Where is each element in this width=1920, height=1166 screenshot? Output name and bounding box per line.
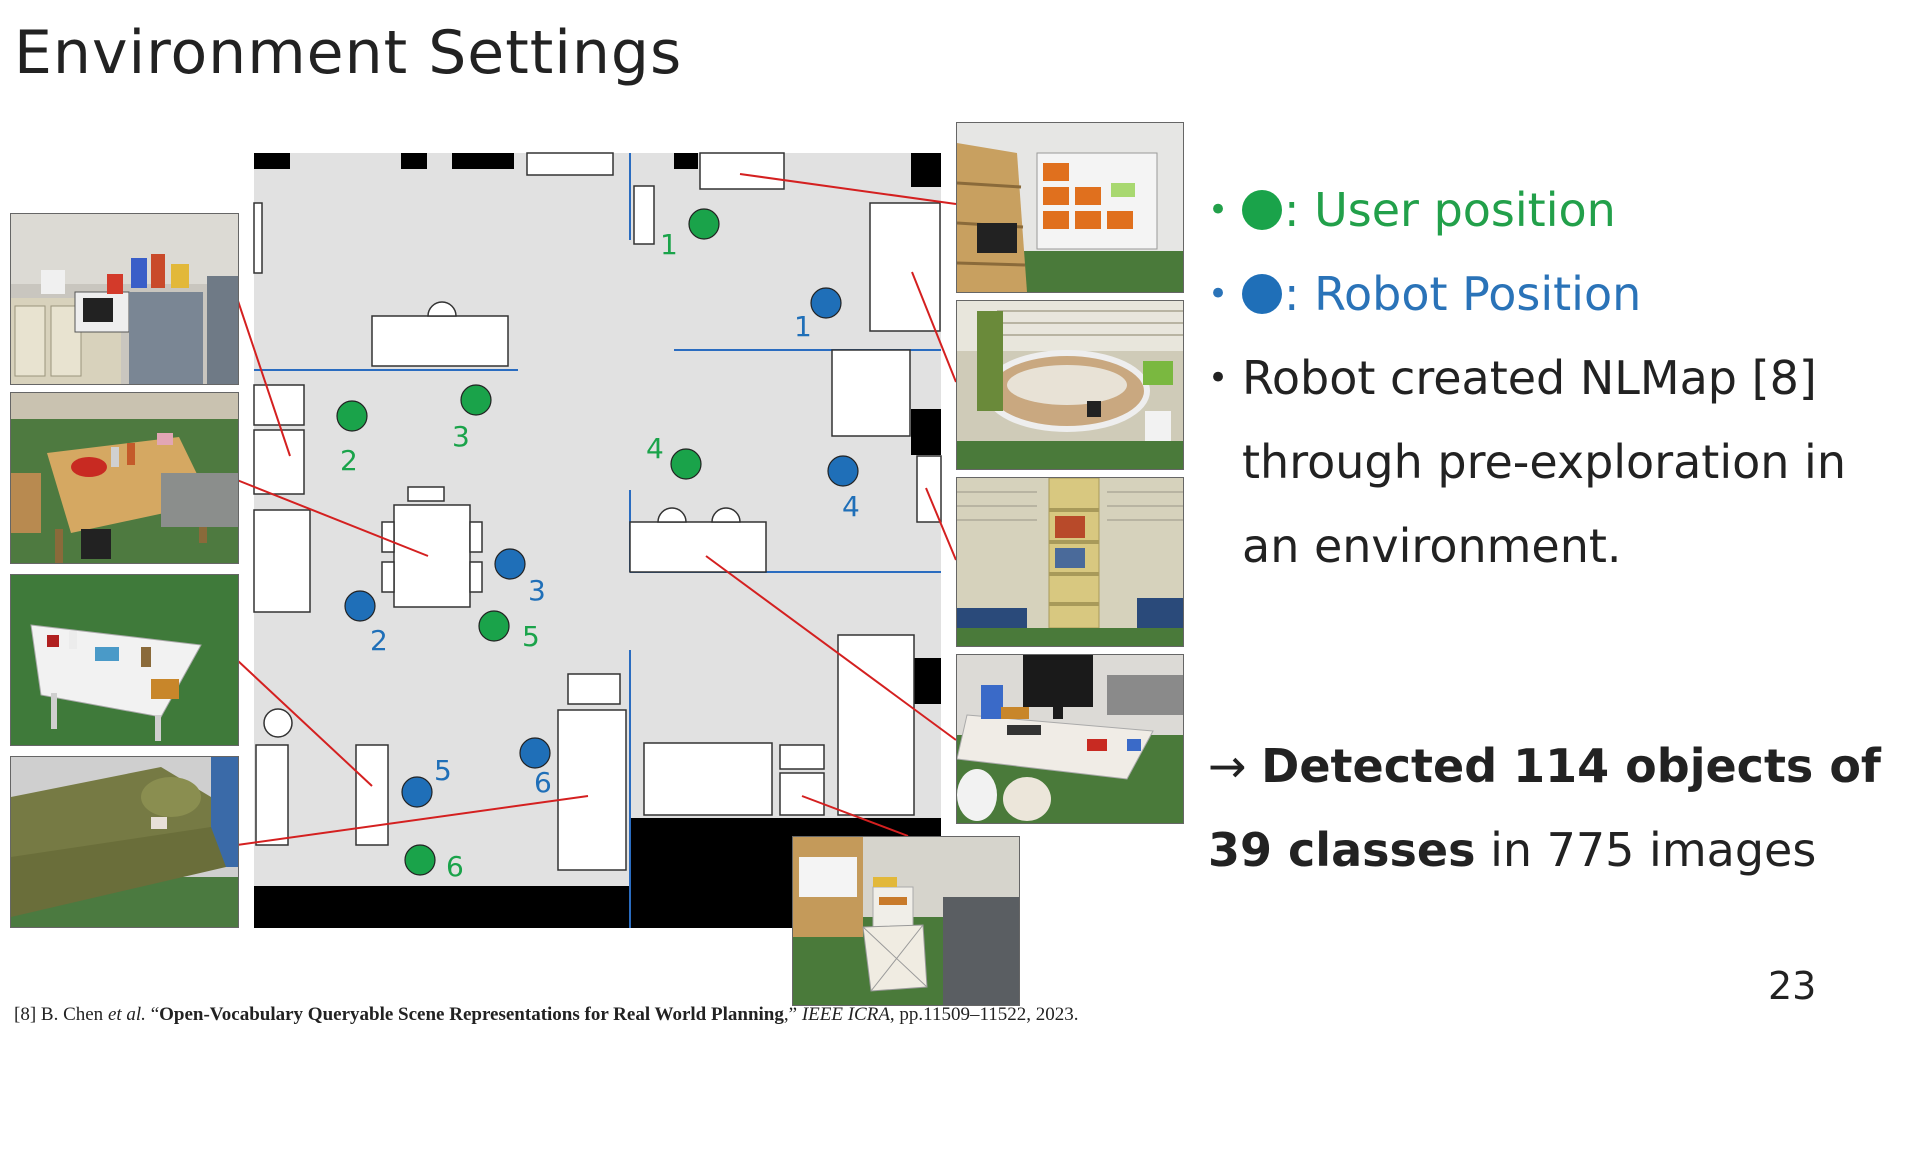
user-circle-icon [1242, 190, 1282, 230]
user-marker-2 [336, 400, 368, 432]
detected-bold-2: 39 classes [1208, 823, 1476, 877]
legend-robot-label: : Robot Position [1284, 267, 1642, 321]
legend-list: • : User position • : Robot Position • R… [1208, 168, 1908, 588]
footnote-etal: et al. [107, 1004, 146, 1025]
footnote-quote-close: ,” [783, 1004, 802, 1025]
robot-circle-icon [1242, 274, 1282, 314]
user-marker-1 [688, 208, 720, 240]
slide-title: Environment Settings [14, 18, 683, 88]
user-marker-5 [478, 610, 510, 642]
user-marker-3 [460, 384, 492, 416]
nlmap-bullet: • Robot created NLMap [8] through pre-ex… [1208, 336, 1908, 588]
dining-table-photo [10, 392, 239, 564]
footnote-citation: [8] B. Chen et al. “Open-Vocabulary Quer… [14, 1004, 1079, 1026]
arrow-icon: → [1208, 739, 1247, 793]
user-label-3: 3 [452, 420, 470, 453]
user-label-6: 6 [446, 850, 464, 883]
nlmap-line-3: an environment. [1242, 519, 1622, 573]
bathtub-photo [956, 300, 1184, 470]
low-table-photo [10, 574, 239, 746]
robot-marker-2 [344, 590, 376, 622]
kitchen-photo [10, 213, 239, 385]
robot-marker-4 [827, 455, 859, 487]
user-label-4: 4 [646, 432, 664, 465]
shelf-photo [956, 122, 1184, 293]
nlmap-line-1: Robot created NLMap [8] [1242, 351, 1817, 405]
footnote-pages: , pp.11509–11522, 2023. [889, 1004, 1079, 1025]
footnote-quote-open: “ [145, 1004, 160, 1025]
photo-connectors [236, 173, 957, 846]
detected-bold-1: Detected 114 objects of [1261, 739, 1881, 793]
nlmap-line-2: through pre-exploration in [1242, 435, 1846, 489]
user-marker-6 [404, 844, 436, 876]
robot-labels: 1 2 3 4 5 6 [370, 310, 860, 799]
bullet-dot: • [1208, 358, 1229, 398]
detected-rest: in 775 images [1475, 823, 1817, 877]
desk-photo [956, 654, 1184, 824]
furniture [253, 152, 942, 871]
robot-marker-3 [494, 548, 526, 580]
legend-user-label: : User position [1284, 183, 1616, 237]
detected-summary: → Detected 114 objects of 39 classes in … [1208, 724, 1908, 892]
robot-marker-1 [810, 287, 842, 319]
page-number: 23 [1768, 964, 1817, 1008]
robot-label-6: 6 [534, 766, 552, 799]
user-labels: 1 2 3 4 5 6 [340, 228, 678, 883]
robot-markers [344, 287, 859, 808]
robot-marker-5 [401, 776, 433, 808]
bullet-dot: • [1208, 274, 1229, 314]
user-label-1: 1 [660, 228, 678, 261]
bullet-dot: • [1208, 190, 1229, 230]
robot-label-5: 5 [434, 754, 452, 787]
robot-label-3: 3 [528, 574, 546, 607]
user-marker-4 [670, 448, 702, 480]
legend-robot: • : Robot Position [1208, 252, 1908, 336]
robot-label-4: 4 [842, 490, 860, 523]
footnote-ref: [8] B. Chen [14, 1004, 108, 1025]
user-label-2: 2 [340, 444, 358, 477]
chairs [263, 301, 741, 738]
bed-photo [792, 836, 1020, 1006]
footnote-venue: IEEE ICRA [801, 1004, 890, 1025]
robot-label-2: 2 [370, 624, 388, 657]
robot-label-1: 1 [794, 310, 812, 343]
user-markers [336, 208, 720, 876]
legend-user: • : User position [1208, 168, 1908, 252]
bookshelf-photo [956, 477, 1184, 647]
sofa-photo [10, 756, 239, 928]
user-label-5: 5 [522, 620, 540, 653]
robot-marker-6 [519, 737, 551, 769]
footnote-paper-title: Open-Vocabulary Queryable Scene Represen… [159, 1004, 784, 1025]
